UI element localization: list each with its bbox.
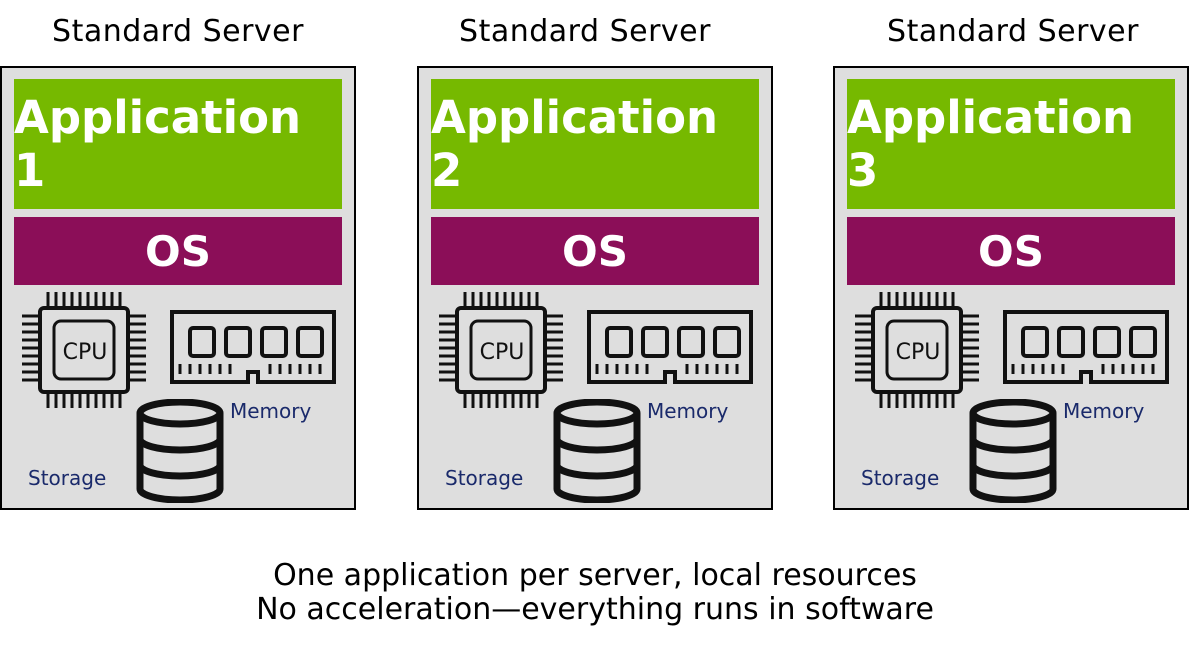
application-block: Application 1 [14,79,342,209]
storage-label: Storage [861,466,940,490]
cpu-label: CPU [895,340,941,365]
server-title-1: Standard Server [52,14,304,49]
memory-module-icon [587,310,753,384]
database-storage-icon [553,399,641,503]
memory-label: Memory [647,399,729,423]
os-block: OS [847,217,1175,285]
storage-label: Storage [28,466,107,490]
database-storage-icon [969,399,1057,503]
memory-label: Memory [1063,399,1145,423]
cpu-chip-icon [22,292,146,408]
server-box-3: Application 3 OS CPU Memory [833,66,1189,510]
cpu-label: CPU [479,340,525,365]
memory-label: Memory [230,399,312,423]
application-block: Application 2 [431,79,759,209]
os-block: OS [14,217,342,285]
os-block: OS [431,217,759,285]
server-title-2: Standard Server [459,14,711,49]
caption-line-2: No acceleration—everything runs in softw… [256,592,934,627]
cpu-chip-icon [855,292,979,408]
memory-module-icon [170,310,336,384]
database-storage-icon [136,399,224,503]
server-box-1: Application 1 OS CPU Memory [0,66,356,510]
caption-line-1: One application per server, local resour… [273,558,917,593]
cpu-label: CPU [62,340,108,365]
application-block: Application 3 [847,79,1175,209]
memory-module-icon [1003,310,1169,384]
storage-label: Storage [445,466,524,490]
server-box-2: Application 2 OS CPU Memory [417,66,773,510]
server-title-3: Standard Server [887,14,1139,49]
cpu-chip-icon [439,292,563,408]
